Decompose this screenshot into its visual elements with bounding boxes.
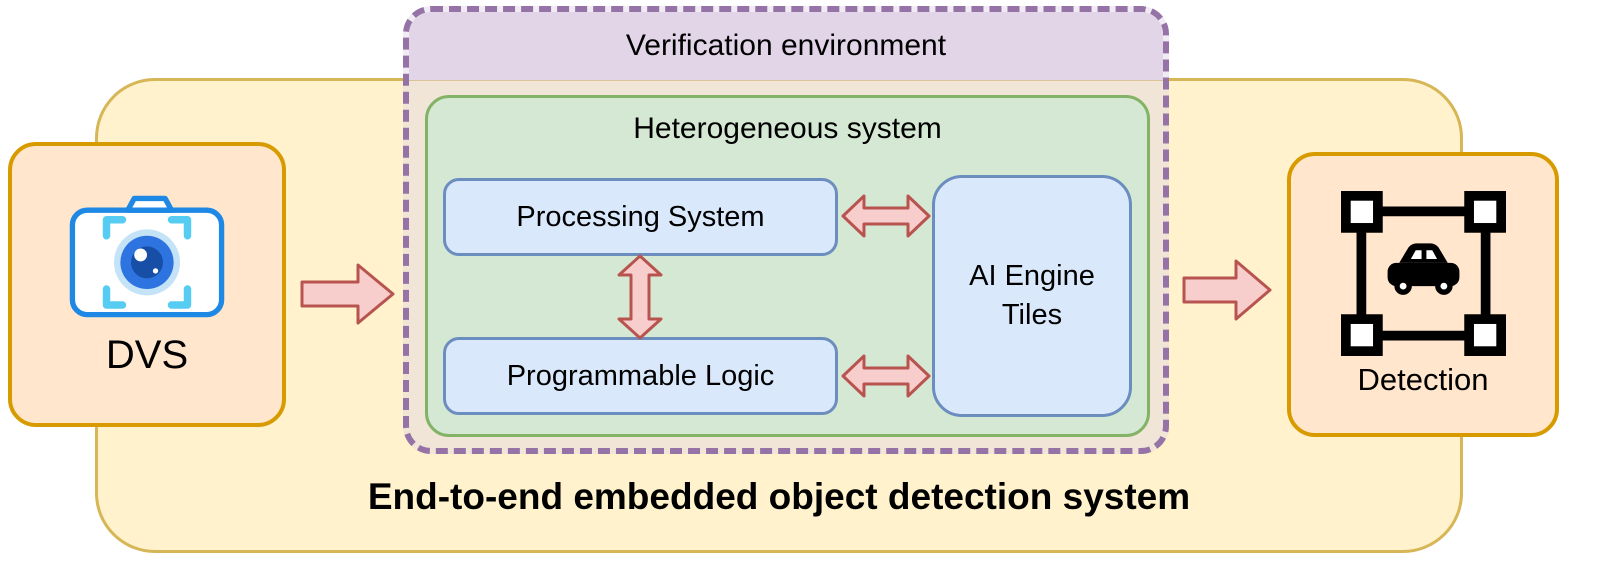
detection-label: Detection: [1357, 362, 1489, 397]
arrow-programmable-aiengine: [841, 352, 931, 400]
programmable-logic-label: Programmable Logic: [506, 359, 775, 392]
programmable-logic-node: Programmable Logic: [443, 337, 838, 415]
arrow-processing-programmable: [615, 254, 665, 340]
arrow-verification-to-detection: [1182, 258, 1272, 322]
ai-engine-tiles-label: AI Engine Tiles: [969, 259, 1095, 331]
verification-environment-header: Verification environment: [409, 12, 1163, 80]
ai-engine-tiles-node: AI Engine Tiles: [932, 175, 1132, 417]
arrow-dvs-to-verification: [300, 262, 395, 326]
processing-system-label: Processing System: [516, 200, 765, 233]
end-to-end-system-title: End-to-end embedded object detection sys…: [367, 476, 1191, 517]
detection-node: Detection: [1287, 152, 1559, 437]
processing-system-node: Processing System: [443, 178, 838, 256]
detection-bounding-box-icon: [1340, 191, 1506, 356]
dvs-camera-icon: [67, 191, 227, 321]
heterogeneous-system-label: Heterogeneous system: [633, 112, 942, 145]
verification-environment-label: Verification environment: [625, 29, 947, 62]
dvs-label: DVS: [105, 333, 189, 377]
dvs-node: DVS: [8, 142, 286, 427]
arrow-processing-aiengine: [841, 192, 931, 240]
